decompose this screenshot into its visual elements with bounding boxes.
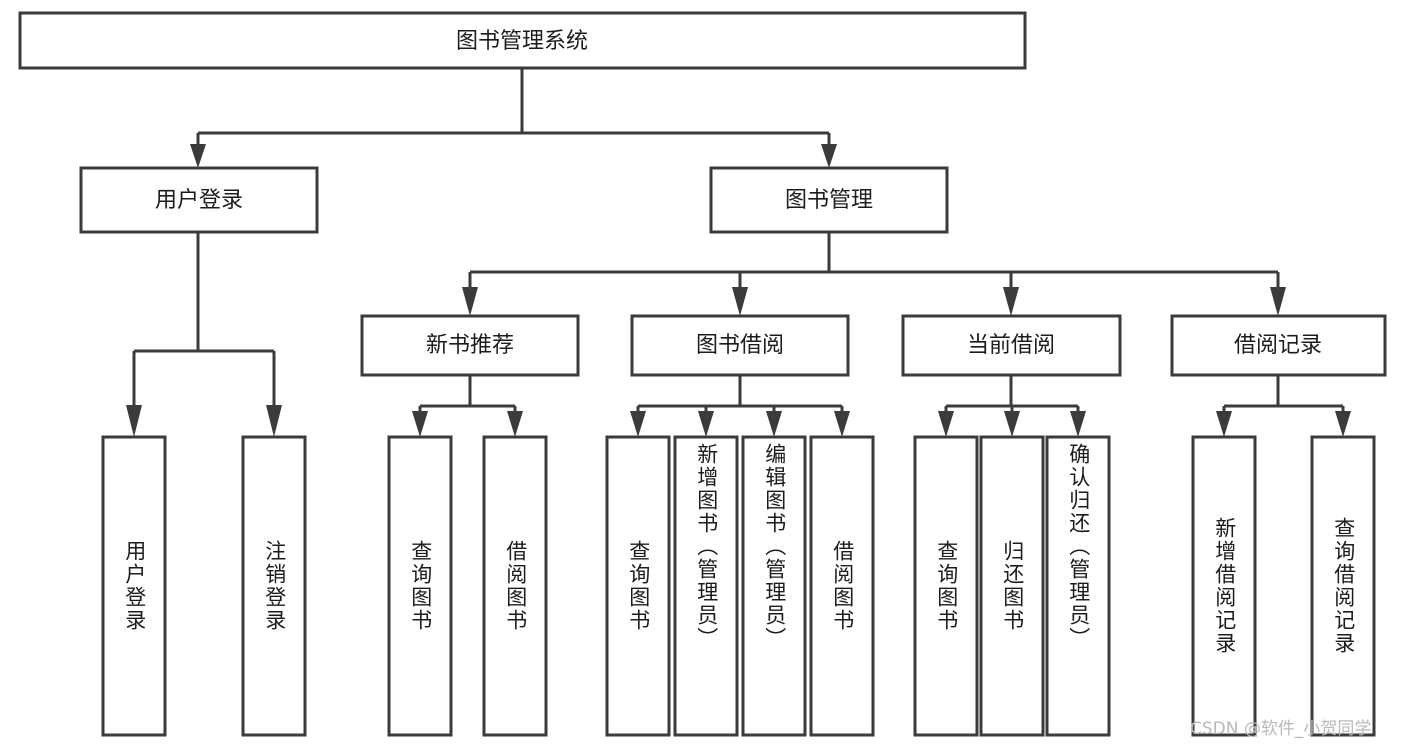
edge-group-records: [1216, 375, 1351, 437]
node-book-borrow-rect[interactable]: [630, 314, 850, 377]
node-book-borrow-label: 图书借阅: [696, 333, 784, 358]
edge-group-current: [938, 375, 1086, 437]
node-book-management-rect[interactable]: [709, 166, 949, 234]
arrow-head-icon: [507, 411, 523, 437]
leaf-query-book-newbook-rect[interactable]: [387, 435, 453, 737]
node-new-book-recommend[interactable]: 新书推荐: [360, 314, 580, 377]
leaf-add-book-rect[interactable]: [673, 435, 739, 737]
leaf-logout-rect[interactable]: [241, 435, 307, 737]
edge-group-borrow: [630, 375, 850, 437]
node-current-borrow-label: 当前借阅: [967, 333, 1055, 358]
leaf-user-login-rect[interactable]: [101, 435, 167, 737]
arrow-head-icon: [126, 405, 142, 437]
arrow-head-icon: [1003, 287, 1019, 316]
edge-group-user-login: [126, 232, 282, 437]
leaf-query-record-rect[interactable]: [1310, 435, 1376, 737]
arrow-head-icon: [1004, 411, 1020, 437]
arrow-head-icon: [190, 144, 206, 168]
node-new-book-recommend-label: 新书推荐: [426, 333, 514, 358]
arrow-head-icon: [412, 411, 428, 437]
node-borrow-records-label: 借阅记录: [1234, 333, 1322, 358]
node-user-login-rect[interactable]: [79, 166, 319, 234]
node-book-management[interactable]: 图书管理: [709, 166, 949, 234]
leaf-add-record-rect[interactable]: [1191, 435, 1257, 737]
arrow-head-icon: [732, 287, 748, 316]
edge-group-newbook: [412, 375, 523, 437]
leaf-query-book-borrow-rect[interactable]: [605, 435, 671, 737]
node-root-label: 图书管理系统: [456, 29, 588, 54]
node-current-borrow[interactable]: 当前借阅: [901, 314, 1122, 377]
arrow-head-icon: [1070, 411, 1086, 437]
arrow-head-icon: [766, 411, 782, 437]
leaf-query-book-current-rect[interactable]: [913, 435, 979, 737]
leaf-confirm-return-rect[interactable]: [1045, 435, 1111, 737]
node-user-login[interactable]: 用户登录: [79, 166, 319, 234]
arrow-head-icon: [462, 287, 478, 316]
node-user-login-label: 用户登录: [155, 188, 243, 213]
node-borrow-records[interactable]: 借阅记录: [1170, 314, 1387, 377]
leaf-borrow-book-rect[interactable]: [809, 435, 875, 737]
edge-group-book-mgmt: [462, 232, 1286, 316]
arrow-head-icon: [266, 405, 282, 437]
arrow-head-icon: [1216, 411, 1232, 437]
arrow-head-icon: [821, 144, 837, 168]
leaf-return-book-rect[interactable]: [979, 435, 1045, 737]
arrow-head-icon: [834, 411, 850, 437]
node-borrow-records-rect[interactable]: [1170, 314, 1387, 377]
node-book-management-label: 图书管理: [785, 188, 873, 213]
leaf-edit-book-rect[interactable]: [741, 435, 807, 737]
arrow-head-icon: [630, 411, 646, 437]
node-root-rect[interactable]: [18, 11, 1027, 70]
node-new-book-recommend-rect[interactable]: [360, 314, 580, 377]
node-book-borrow[interactable]: 图书借阅: [630, 314, 850, 377]
arrow-head-icon: [698, 411, 714, 437]
edge-group-root: [190, 68, 837, 168]
arrow-head-icon: [1270, 287, 1286, 316]
node-root[interactable]: 图书管理系统: [18, 11, 1027, 70]
node-current-borrow-rect[interactable]: [901, 314, 1122, 377]
arrow-head-icon: [1335, 411, 1351, 437]
leaf-borrow-book-newbook-rect[interactable]: [482, 435, 548, 737]
arrow-head-icon: [938, 411, 954, 437]
